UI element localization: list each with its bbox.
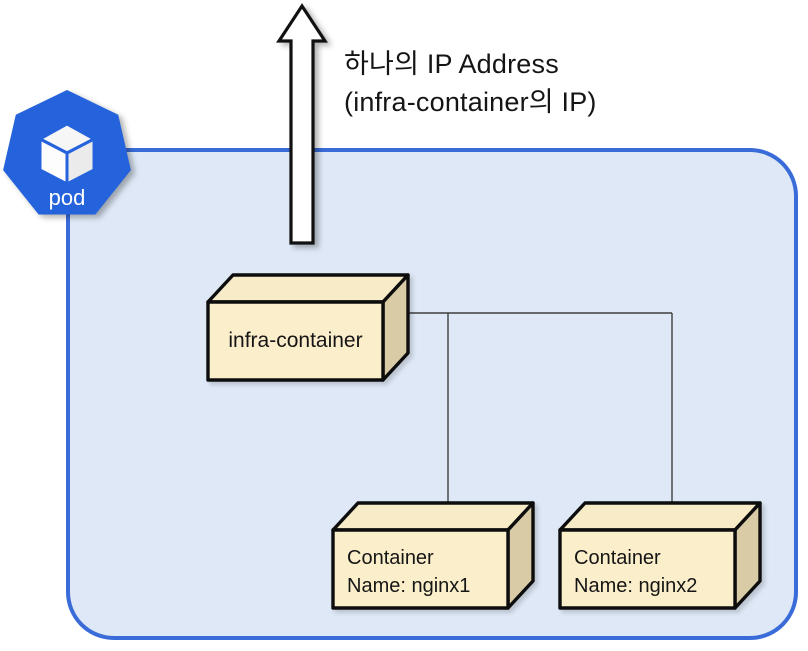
nginx2-box-front-face <box>558 528 737 610</box>
nginx1-container-box <box>331 501 535 610</box>
nginx2-container-box <box>558 501 762 610</box>
pod-icon-label: pod <box>48 185 86 210</box>
connector-lines <box>408 312 673 504</box>
nginx1-box-top-face <box>331 501 535 532</box>
ip-annotation-line1: 하나의 IP Address <box>344 49 559 79</box>
nginx1-label: Container Name: nginx1 <box>347 544 470 600</box>
nginx1-label-line2: Name: nginx1 <box>347 575 471 597</box>
ip-annotation-line2: (infra-container의 IP) <box>344 87 597 117</box>
nginx1-box-front-face <box>331 528 510 610</box>
cube-right-face <box>65 137 96 186</box>
up-arrow-icon <box>276 3 328 245</box>
infra-box-top-face <box>206 273 410 304</box>
nginx1-label-line1: Container <box>347 547 434 569</box>
nginx2-box-top-face <box>558 501 762 532</box>
ip-annotation: 하나의 IP Address (infra-container의 IP) <box>344 45 597 121</box>
cube-icon <box>38 122 96 186</box>
pod-icon <box>3 90 131 215</box>
nginx2-label-line2: Name: nginx2 <box>574 575 698 597</box>
infra-container-box <box>206 273 410 382</box>
infra-box-front-face <box>206 300 385 382</box>
nginx2-label: Container Name: nginx2 <box>574 544 697 600</box>
infra-container-label: infra-container <box>228 329 363 352</box>
nginx2-label-line1: Container <box>574 547 661 569</box>
